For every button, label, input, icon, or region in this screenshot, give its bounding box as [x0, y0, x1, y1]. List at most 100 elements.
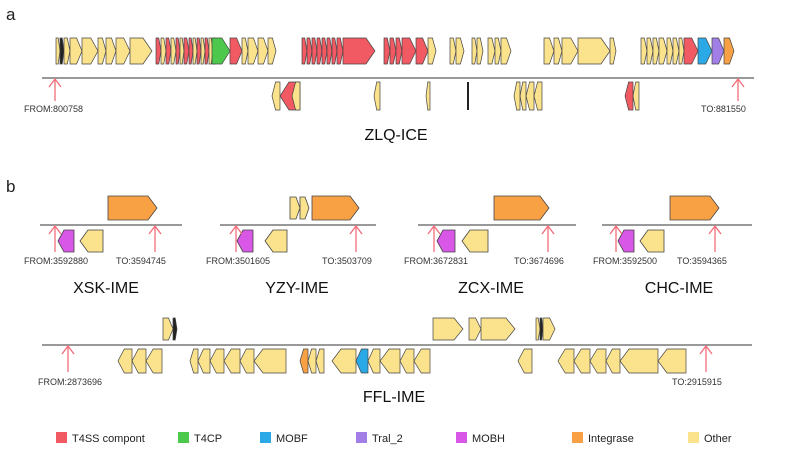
other-gene — [267, 37, 277, 65]
t4ss-gene — [336, 37, 344, 65]
t4ss-gene — [415, 37, 429, 65]
integrase-gene — [299, 348, 309, 374]
t4ss-gene — [183, 37, 190, 65]
legend-swatch-other — [688, 432, 699, 443]
other-gene — [449, 37, 457, 65]
t4ss-gene — [188, 37, 194, 65]
other-gene — [657, 348, 687, 374]
t4ss-gene — [165, 37, 172, 65]
xsk-ime-map: FROM:3592880 TO:3594745 XSK-IME — [24, 195, 182, 297]
legend-label-tral: Tral_2 — [372, 433, 403, 445]
other-gene — [131, 348, 147, 374]
other-gene — [413, 348, 431, 374]
other-gene — [640, 37, 648, 65]
other-gene — [200, 37, 206, 65]
other-gene — [97, 37, 107, 65]
other-gene — [513, 81, 521, 111]
integrase-gene — [493, 195, 550, 221]
mobh-gene — [617, 229, 635, 253]
other-gene — [115, 37, 131, 65]
other-gene — [639, 229, 665, 253]
chc-from-marker — [609, 224, 623, 252]
yzy-to-marker — [349, 224, 363, 252]
mobh-gene — [436, 229, 456, 253]
integrase-gene — [723, 37, 735, 65]
xsk-from-label: FROM:3592880 — [24, 256, 88, 266]
other-gene — [539, 317, 544, 341]
other-gene — [561, 37, 579, 65]
t4ss-gene — [204, 37, 210, 65]
zcx-to-marker — [541, 224, 555, 252]
zlq-from-marker — [48, 77, 62, 101]
other-gene — [427, 37, 437, 65]
chc-from-label: FROM:3592500 — [593, 256, 657, 266]
other-gene — [289, 196, 301, 220]
legend-swatch-t4cp — [178, 432, 189, 443]
other-gene — [81, 37, 99, 65]
other-gene — [480, 317, 516, 341]
integrase-gene — [311, 195, 360, 221]
other-gene — [105, 37, 117, 65]
other-gene — [379, 348, 401, 374]
other-gene — [367, 348, 381, 374]
other-gene — [589, 348, 607, 374]
other-gene — [525, 81, 535, 111]
xsk-name: XSK-IME — [73, 280, 139, 297]
ffl-to-label: TO:2915915 — [672, 377, 722, 387]
legend-swatch-mobf — [260, 432, 271, 443]
mobf-gene — [697, 37, 713, 65]
legend-swatch-integrase — [572, 432, 583, 443]
legend-label-mobf: MOBF — [276, 433, 308, 445]
other-gene — [257, 37, 269, 65]
t4ss-gene — [401, 37, 417, 65]
other-gene — [239, 348, 255, 374]
other-gene — [517, 348, 533, 374]
other-gene — [264, 229, 288, 253]
other-gene — [619, 348, 659, 374]
other-gene — [652, 37, 660, 65]
other-gene — [162, 317, 174, 341]
legend: T4SS compont T4CP MOBF Tral_2 MOBH Integ… — [56, 432, 732, 445]
other-gene — [605, 348, 621, 374]
yzy-from-label: FROM:3501605 — [206, 256, 270, 266]
legend-swatch-t4ss — [56, 432, 67, 443]
zlq-to-label: TO:881550 — [701, 104, 746, 114]
yzy-name: YZY-IME — [265, 280, 328, 297]
other-gene — [533, 81, 543, 111]
zcx-ime-map: FROM:3672831 TO:3674696 ZCX-IME — [404, 195, 576, 297]
ffl-to-marker — [699, 344, 713, 372]
t4ss-gene — [229, 37, 243, 65]
legend-swatch-mobh — [456, 432, 467, 443]
t4ss-gene — [326, 37, 333, 65]
other-gene — [247, 37, 259, 65]
tral-gene — [711, 37, 725, 65]
yzy-from-marker — [229, 224, 243, 252]
chc-ime-map: FROM:3592500 TO:3594365 CHC-IME — [593, 195, 752, 297]
other-gene — [307, 348, 317, 374]
other-gene — [425, 81, 431, 111]
other-gene — [553, 37, 563, 65]
zcx-from-marker — [427, 224, 441, 252]
other-gene — [59, 37, 65, 65]
other-gene — [253, 348, 287, 374]
ffl-from-label: FROM:2873696 — [38, 377, 102, 387]
other-gene — [145, 348, 163, 374]
panel-letter-a: a — [6, 5, 16, 24]
other-gene — [672, 37, 680, 65]
zlq-name: ZLQ-ICE — [364, 127, 427, 144]
zlq-ice-map: FROM:800758 TO:881550 ZLQ-ICE — [24, 37, 754, 144]
other-gene — [315, 348, 325, 374]
other-gene — [55, 37, 61, 65]
xsk-to-marker — [148, 224, 162, 252]
t4ss-gene — [383, 37, 391, 65]
other-gene — [468, 317, 482, 341]
other-gene — [519, 81, 527, 111]
other-gene — [455, 37, 465, 65]
other-gene — [476, 37, 484, 65]
other-gene — [63, 37, 71, 65]
xsk-from-marker — [48, 224, 62, 252]
other-gene — [399, 348, 415, 374]
other-gene — [172, 317, 178, 341]
mobh-gene — [57, 229, 75, 253]
